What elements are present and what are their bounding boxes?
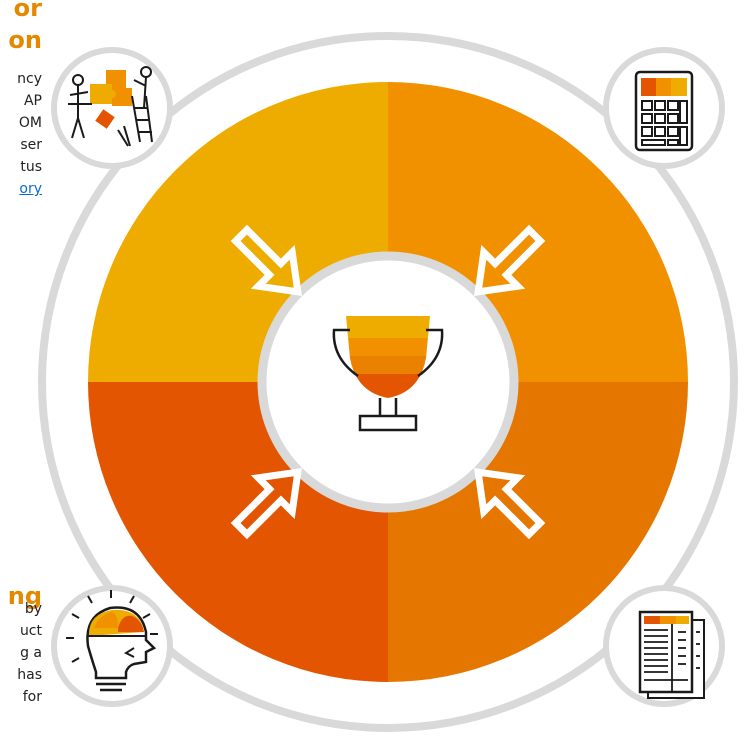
top-heading: or on xyxy=(8,0,42,54)
arrow-bottom-left xyxy=(230,468,302,540)
top-heading-line-2: on xyxy=(8,26,42,54)
bottom-body-text: by uct g a has for xyxy=(17,598,42,708)
bottom-text-line-3: g a xyxy=(20,645,42,661)
bottom-text-line-4: has xyxy=(17,667,42,683)
team-puzzle-icon xyxy=(68,66,153,147)
top-body-text: ncy AP OM ser tus ory xyxy=(17,68,42,200)
spreadsheet-document-icon xyxy=(638,610,705,699)
bottom-heading: ng xyxy=(8,582,42,610)
bottom-text-line-5: for xyxy=(22,689,42,705)
trophy-icon xyxy=(332,316,444,432)
segment-bottom-left xyxy=(88,382,388,682)
arrow-top-right xyxy=(474,224,546,296)
segment-top-left xyxy=(88,82,388,382)
segment-bottom-right xyxy=(388,382,688,682)
calculator-icon xyxy=(634,70,694,152)
bottom-text-line-1: by xyxy=(24,601,42,617)
arrow-bottom-right xyxy=(474,468,546,540)
bottom-heading-line-1: ng xyxy=(7,582,42,610)
segment-top-right xyxy=(388,82,688,382)
arrow-top-left xyxy=(230,224,302,296)
top-link[interactable]: ory xyxy=(19,181,42,197)
top-text-line-4: ser xyxy=(20,137,42,153)
top-text-line-5: tus xyxy=(20,159,42,175)
lightbulb-head-icon xyxy=(66,590,158,692)
bottom-text-line-2: uct xyxy=(19,623,42,639)
icon-circle-top-left xyxy=(51,47,173,169)
top-text-line-3: OM xyxy=(18,115,42,131)
outer-ring xyxy=(38,32,738,732)
top-text-line-2: AP xyxy=(23,93,42,109)
top-text-line-1: ncy xyxy=(17,71,42,87)
top-heading-line-1: or xyxy=(13,0,42,22)
